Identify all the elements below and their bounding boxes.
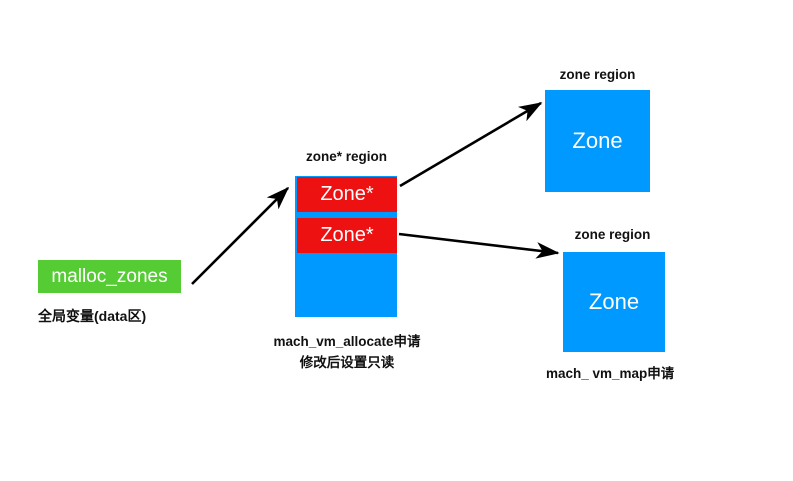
zone-star-band-2: Zone* [297, 218, 397, 253]
zone-star-region-block: Zone* Zone* [295, 176, 397, 317]
arrow-zone-star-band-2-to-zone-region-bottom [398, 232, 560, 259]
zone-region-top-title: zone region [559, 67, 636, 82]
zone-region-bottom-caption: mach_ vm_map申请 [546, 366, 675, 381]
zone-star-band-1: Zone* [297, 177, 397, 212]
malloc-zones-label: malloc_zones [51, 265, 168, 287]
zone-star-region-caption-line-1: mach_vm_allocate申请 [273, 334, 421, 349]
zone-region-bottom-square: Zone [563, 252, 665, 352]
zone-region-top-label: Zone [572, 128, 623, 153]
zone-star-band-2-label: Zone* [320, 224, 374, 246]
zone-star-region-title: zone* region [305, 149, 387, 164]
zone-star-region-caption: mach_vm_allocate申请 修改后设置只读 [247, 331, 447, 373]
arrow-zone-star-band-1-to-zone-region-top [399, 101, 543, 188]
zone-region-top-square: Zone [545, 90, 650, 192]
zone-star-band-1-label: Zone* [320, 183, 374, 205]
zone-region-bottom-title: zone region [574, 227, 651, 242]
malloc-zones-box: malloc_zones [38, 260, 181, 293]
arrow-malloc-zones-to-zone-star-region [191, 186, 290, 285]
global-variable-caption: 全局变量(data区) [38, 308, 147, 324]
zone-star-region-caption-line-2: 修改后设置只读 [299, 355, 395, 370]
zone-region-bottom-label: Zone [588, 289, 640, 314]
